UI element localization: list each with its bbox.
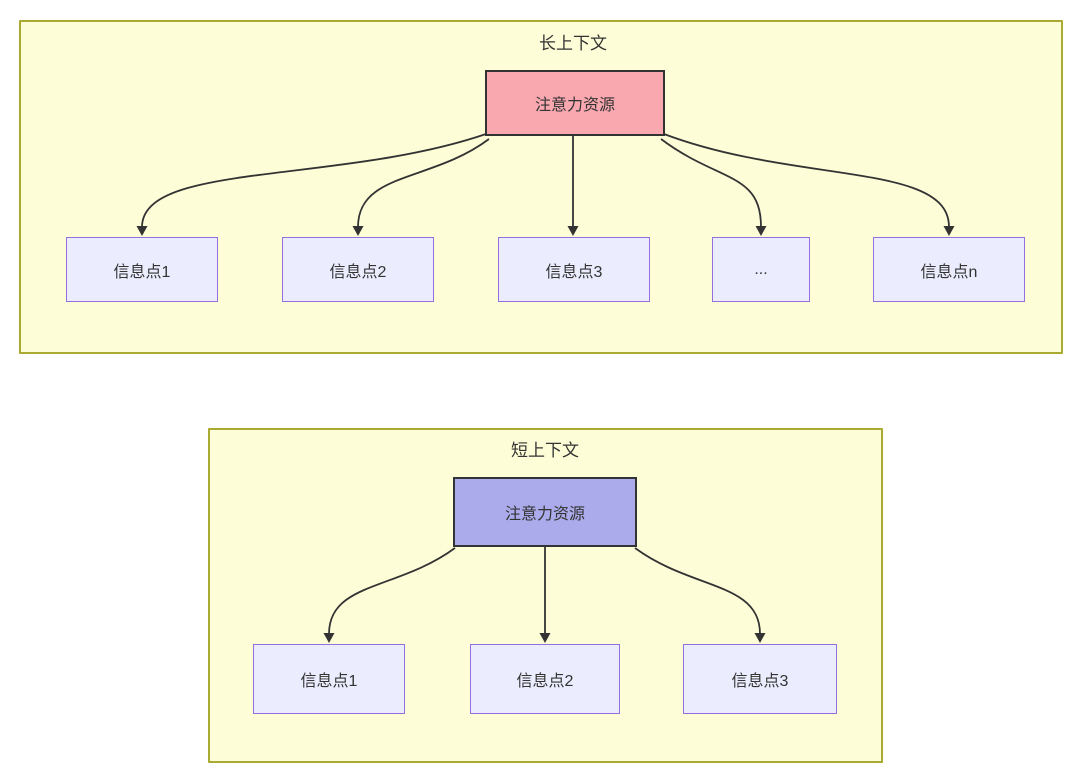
long-info-node-1: 信息点1 [66,237,218,302]
short-context-title: 短上下文 [511,441,579,460]
long-info-node-3: 信息点3 [498,237,650,302]
long-info-node-ellipsis: ... [712,237,810,302]
long-info-node-2: 信息点2 [282,237,434,302]
short-context-root-node: 注意力资源 [453,477,637,547]
long-info-node-n: 信息点n [873,237,1025,302]
long-context-title: 长上下文 [539,34,607,53]
short-info-node-1: 信息点1 [253,644,405,714]
short-info-node-3: 信息点3 [683,644,837,714]
short-info-node-2: 信息点2 [470,644,620,714]
long-context-root-node: 注意力资源 [485,70,665,136]
